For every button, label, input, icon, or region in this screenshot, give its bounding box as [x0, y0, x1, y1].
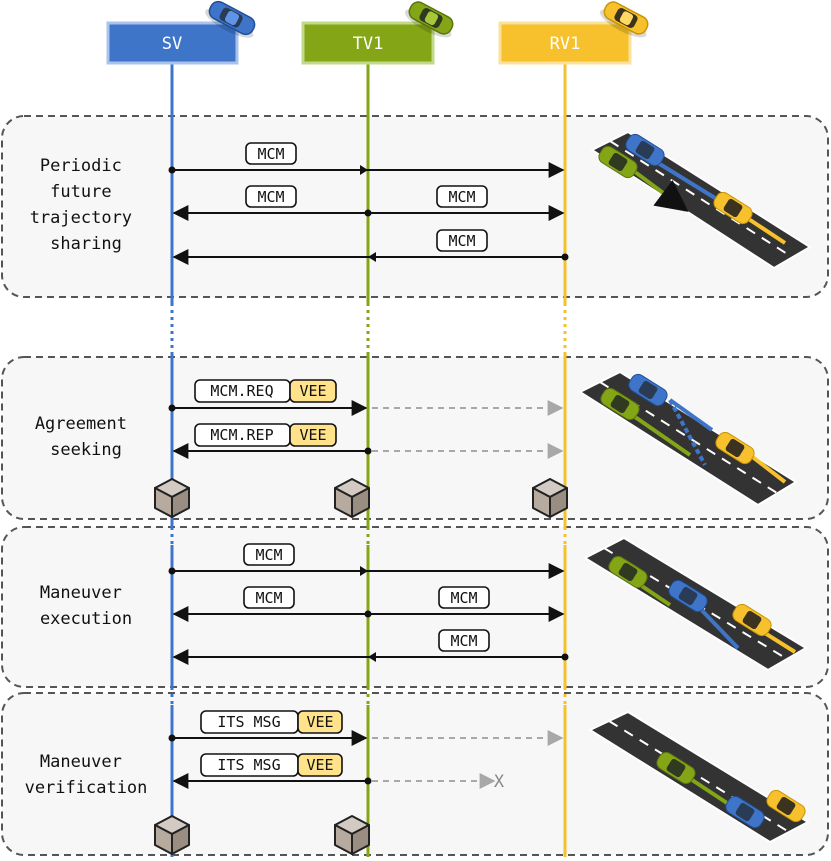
- message-sv-to-rv1: MCM: [168, 142, 565, 178]
- message-tv1-broadcast: MCM MCM: [172, 185, 565, 221]
- actor-label-rv1: RV1: [550, 34, 581, 54]
- message-mcm-rep: MCM.REP VEE: [172, 423, 564, 459]
- blocked-mark: X: [494, 772, 505, 792]
- car-icon: [625, 133, 665, 167]
- vee-label: VEE: [306, 756, 333, 774]
- phase-label-maneuver-verification: Maneuver verification: [25, 752, 148, 798]
- block-icon-sv: [154, 815, 190, 855]
- car-icon-sv: [205, 0, 256, 38]
- actor-sv: SV: [106, 21, 239, 65]
- phase-label-periodic-sharing: Periodic future trajectory sharing: [30, 156, 143, 254]
- car-icon: [628, 373, 668, 407]
- message-label: ITS MSG: [217, 713, 280, 731]
- message-label: MCM: [257, 145, 284, 163]
- message-its-msg-sv-to-tv1: ITS MSG VEE: [168, 710, 564, 746]
- message-tv1-broadcast: MCM MCM: [172, 586, 565, 622]
- car-icon: [766, 789, 806, 823]
- actor-label-tv1: TV1: [353, 34, 384, 54]
- vee-label: VEE: [299, 426, 326, 444]
- actor-rv1: RV1: [498, 21, 632, 65]
- car-icon: [608, 555, 648, 589]
- road-illustration-agreement-seeking: [577, 370, 798, 507]
- message-label: MCM: [450, 632, 477, 650]
- car-icon: [732, 603, 772, 637]
- car-icon: [656, 751, 696, 785]
- car-icon: [598, 145, 638, 179]
- car-icon: [715, 431, 755, 465]
- message-label: ITS MSG: [217, 756, 280, 774]
- car-icon: [600, 387, 640, 421]
- block-icon-tv1: [334, 478, 370, 518]
- block-icon-tv1: [334, 815, 370, 855]
- message-label: MCM.REQ: [210, 382, 273, 400]
- message-rv1-to-sv: MCM: [172, 629, 569, 665]
- message-sv-to-rv1: MCM: [168, 543, 565, 579]
- message-its-msg-tv1-to-sv: X ITS MSG VEE: [172, 753, 505, 792]
- block-icon-sv: [154, 478, 190, 518]
- vee-label: VEE: [306, 713, 333, 731]
- block-icon-rv1: [532, 478, 568, 518]
- actor-tv1: TV1: [301, 21, 435, 65]
- message-label: MCM: [255, 546, 282, 564]
- phase-label-maneuver-execution: Maneuver execution: [40, 583, 132, 629]
- phase-label-agreement-seeking: Agreement seeking: [35, 414, 137, 460]
- car-icon: [713, 191, 753, 225]
- car-icon: [725, 795, 765, 829]
- message-label: MCM: [257, 188, 284, 206]
- car-icon: [668, 579, 708, 613]
- message-label: MCM: [450, 589, 477, 607]
- road-illustration-maneuver-execution: [582, 536, 808, 672]
- message-rv1-to-sv: MCM: [172, 229, 569, 265]
- road-illustration-maneuver-verification: [587, 710, 811, 844]
- message-label: MCM: [448, 188, 475, 206]
- car-icon-rv1: [599, 1, 649, 38]
- car-icon-tv1: [404, 1, 454, 38]
- vee-label: VEE: [299, 382, 326, 400]
- message-label: MCM.REP: [210, 426, 273, 444]
- message-label: MCM: [255, 589, 282, 607]
- message-label: MCM: [448, 232, 475, 250]
- road-illustration-periodic-sharing: [589, 130, 812, 270]
- message-mcm-req: MCM.REQ VEE: [168, 379, 564, 416]
- actor-label-sv: SV: [162, 34, 182, 54]
